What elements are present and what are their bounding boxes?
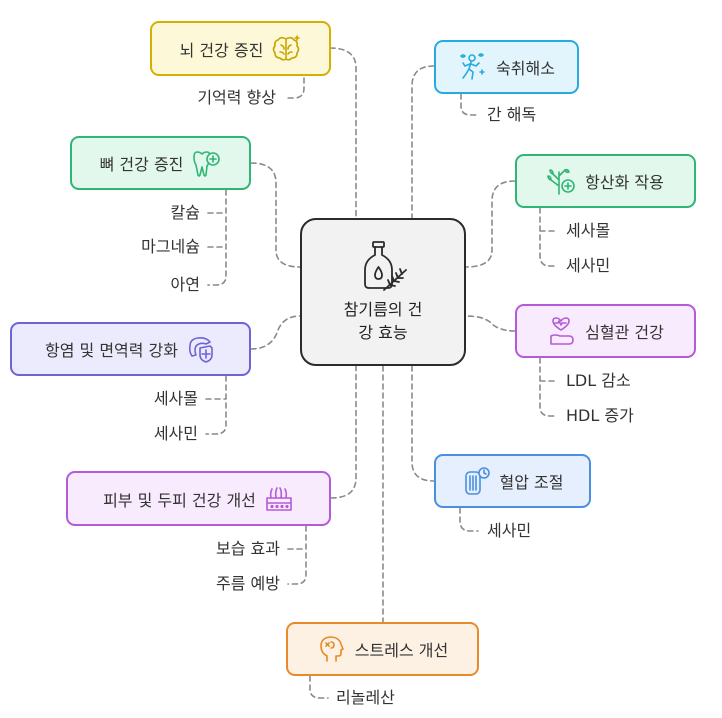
central-topic[interactable]: 참기름의 건 강 효능	[300, 218, 466, 366]
connector-skin-leaf	[287, 525, 307, 585]
leaf-immune-1: 세사몰	[153, 389, 198, 408]
connector-brain-leaf	[287, 59, 305, 99]
connector-skin	[330, 365, 357, 499]
dizzy-person-icon	[460, 53, 485, 80]
connector-immune	[250, 315, 301, 350]
leaf-hangover-1: 간 해독	[487, 105, 537, 124]
node-blood-pressure[interactable]: 혈압 조절	[434, 454, 591, 508]
brain-icon	[273, 34, 301, 61]
leaf-bone-1: 칼슘	[170, 203, 200, 222]
connector-antioxidant	[465, 180, 516, 268]
connector-cardio-leaf	[539, 357, 558, 417]
node-blood-pressure-label: 혈압 조절	[499, 473, 564, 492]
central-topic-line-2: 강 효능	[358, 323, 408, 342]
node-stress[interactable]: 스트레스 개선	[286, 622, 479, 676]
connector-cardio	[465, 315, 516, 332]
leaf-stress-1: 리놀레산	[336, 688, 395, 707]
connector-bone-leaf	[207, 189, 227, 286]
node-skin-scalp[interactable]: 피부 및 두피 건강 개선	[66, 471, 331, 526]
leaf-immune-2: 세사민	[153, 424, 198, 443]
leaf-antioxidant-1: 세사몰	[566, 221, 611, 240]
connector-bone	[250, 162, 301, 268]
node-antioxidant-label: 항산화 작용	[585, 173, 664, 192]
shield-plus-icon	[188, 337, 213, 363]
central-topic-line-1: 참기름의 건	[343, 300, 423, 319]
node-cardiovascular-label: 심혈관 건강	[585, 323, 664, 342]
blood-pressure-icon	[464, 467, 490, 495]
skin-layers-icon	[266, 486, 292, 511]
connector-antioxidant-leaf	[539, 207, 558, 267]
connector-hangover	[411, 65, 435, 219]
connector-hangover-leaf	[460, 93, 479, 116]
head-stress-icon	[319, 636, 344, 662]
central-topic-label: 참기름의 건 강 효능	[310, 298, 456, 344]
leaf-cardio-1: LDL 감소	[566, 371, 631, 390]
leaf-skin-1: 보습 효과	[216, 539, 280, 558]
node-skin-scalp-label: 피부 및 두피 건강 개선	[103, 490, 256, 510]
tooth-plus-icon	[193, 151, 221, 177]
leaf-brain-1: 기억력 향상	[197, 88, 276, 107]
node-brain-health[interactable]: 뇌 건강 증진	[150, 21, 331, 76]
connector-immune-leaf	[205, 375, 227, 435]
leaf-skin-2: 주름 예방	[216, 574, 280, 593]
node-antioxidant[interactable]: 항산화 작용	[515, 154, 696, 208]
node-bone-health-label: 뼈 건강 증진	[99, 155, 184, 174]
connector-bp	[411, 365, 435, 482]
connector-bp-leaf	[459, 507, 479, 532]
sesame-oil-bottle-icon	[364, 241, 407, 291]
node-hangover[interactable]: 숙취해소	[434, 40, 579, 94]
node-hangover-label: 숙취해소	[496, 59, 555, 78]
plant-plus-icon	[547, 168, 575, 195]
connector-stress-leaf	[309, 675, 329, 699]
leaf-bone-3: 아연	[170, 275, 200, 294]
node-stress-label: 스트레스 개선	[354, 641, 449, 660]
leaf-bone-2: 마그네슘	[141, 237, 200, 256]
connector-brain	[329, 47, 357, 219]
leaf-bp-1: 세사민	[487, 521, 532, 540]
leaf-antioxidant-2: 세사민	[566, 256, 611, 275]
node-brain-health-label: 뇌 건강 증진	[179, 40, 264, 60]
heart-arm-icon	[550, 317, 574, 345]
node-bone-health[interactable]: 뼈 건강 증진	[70, 136, 251, 190]
node-cardiovascular[interactable]: 심혈관 건강	[515, 304, 696, 358]
leaf-cardio-2: HDL 증가	[566, 406, 634, 425]
node-immune[interactable]: 항염 및 면역력 강화	[10, 322, 251, 376]
node-immune-label: 항염 및 면역력 강화	[44, 341, 179, 360]
